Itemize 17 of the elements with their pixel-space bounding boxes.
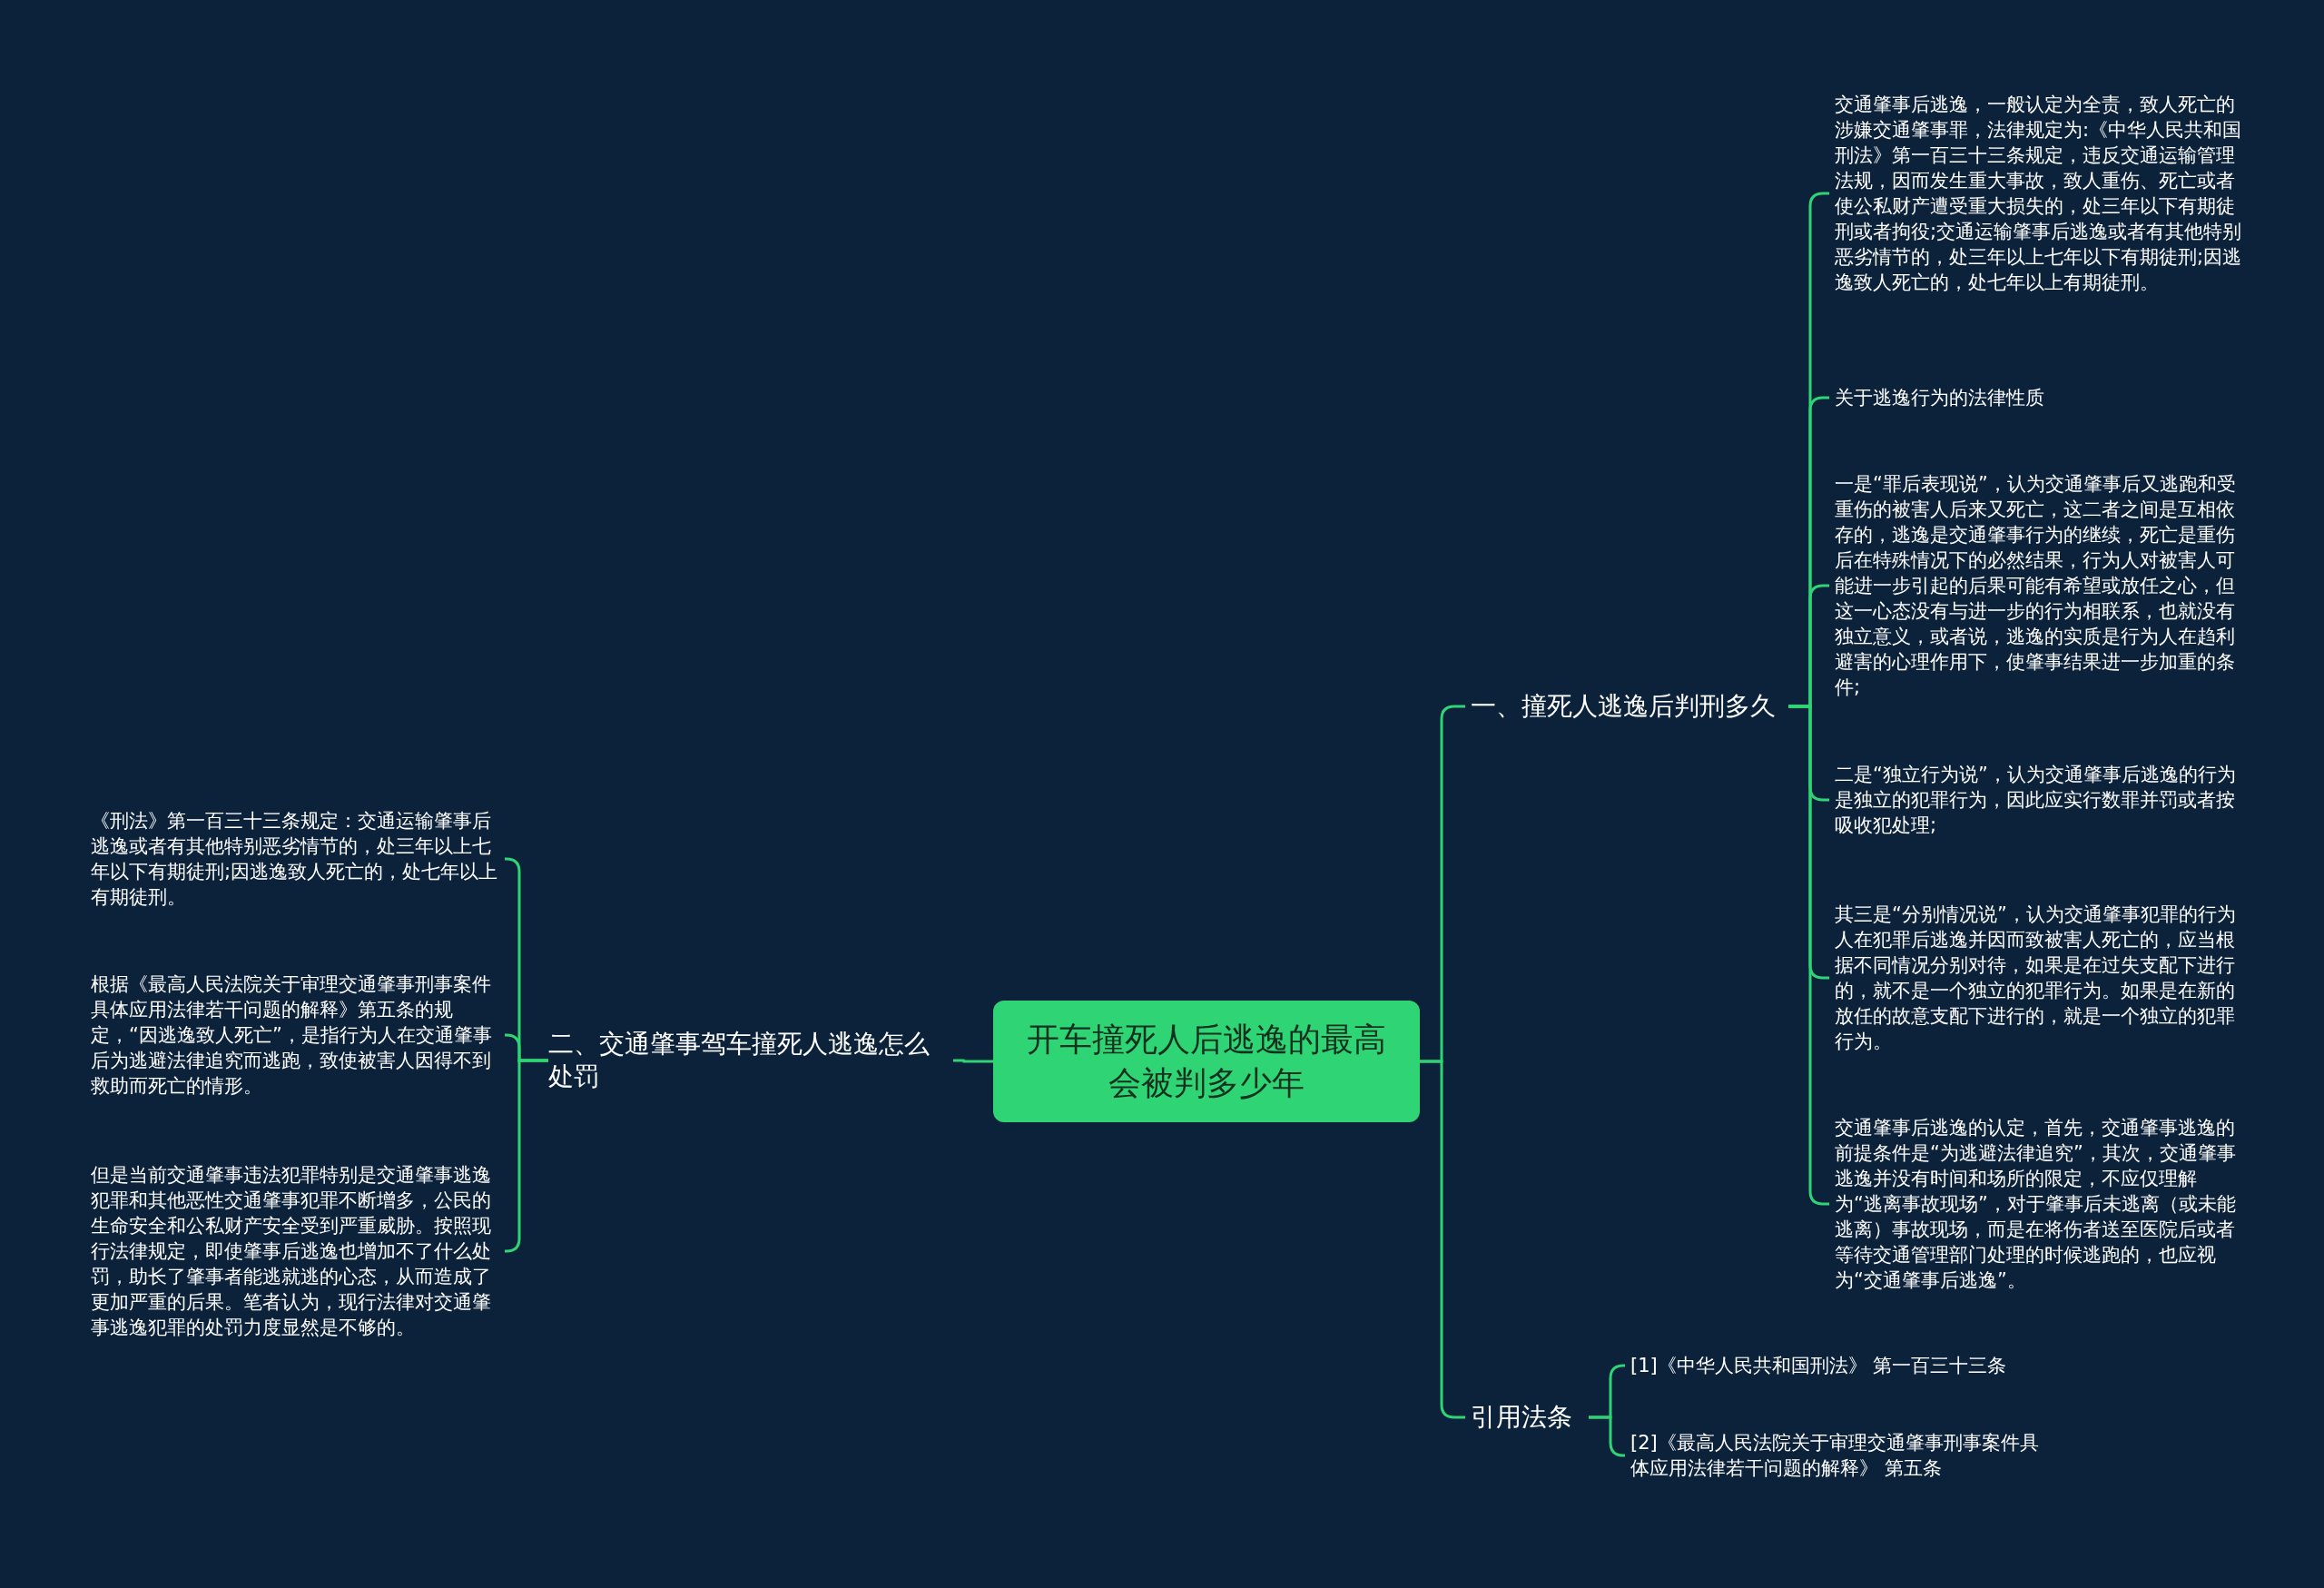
connector-line [953,1059,993,1063]
connector-line [1589,1415,1626,1457]
branch-topic: 引用法条 [1471,1401,1589,1434]
leaf-text: 但是当前交通肇事违法犯罪特别是交通肇事逃逸犯罪和其他恶性交通肇事犯罪不断增多，公民的生命安全和公私财产安全受到严重威胁。按照现行法律规定，即使肇事后逃逸也增加不了什么处罚，助长了肇事者能逃就逃的心态，从而造成了更加严重的后果。笔者认为，现行法律对交通肇事逃逸犯罪的处罚力度显然是不够的。 [91,1162,499,1340]
leaf-text: 根据《最高人民法院关于审理交通肇事刑事案件具体应用法律若干问题的解释》第五条的规定，“因逃逸致人死亡”，是指行为人在交通肇事后为逃避法律追究而逃跑，致使被害人因得不到救助而死亡的情形。 [91,972,499,1099]
leaf-text: 交通肇事后逃逸的认定，首先，交通肇事逃逸的前提条件是“为逃避法律追究”，其次，交通肇事逃逸并没有时间和场所的限定，不应仅理解为“逃离事故现场”，对于肇事后未逃离（或未能逃离）事故现场，而是在将伤者送至医院后或者等待交通管理部门处理的时候逃跑的，也应视为“交通肇事后逃逸”。 [1835,1115,2243,1293]
leaf-text: 《刑法》第一百三十三条规定：交通运输肇事后逃逸或者有其他特别恶劣情节的，处三年以上七年以下有期徒刑;因逃逸致人死亡的，处七年以上有期徒刑。 [91,808,499,910]
leaf-text: 关于逃逸行为的法律性质 [1835,385,2243,410]
citation-text: [2]《最高人民法院关于审理交通肇事刑事案件具体应用法律若干问题的解释》 第五条 [1630,1430,2039,1481]
branch-topic: 一、撞死人逃逸后判刑多久 [1471,690,1788,723]
leaf-text: 一是“罪后表现说”，认为交通肇事后又逃跑和受重伤的被害人后来又死亡，这二者之间是互相依存的，逃逸是交通肇事行为的继续，死亡是重伤后在特殊情况下的必然结果，行为人对被害人可能进一步引起的后果可能有希望或放任之心，但这一心态没有与进一步的行为相联系，也就没有独立意义，或者说，逃逸的实质是行为人在趋利避害的心理作用下，使肇事结果进一步加重的条件; [1835,471,2243,700]
central-topic-box: 开车撞死人后逃逸的最高会被判多少年 [993,1001,1420,1122]
leaf-text: 二是“独立行为说”，认为交通肇事后逃逸的行为是独立的犯罪行为，因此应实行数罪并罚或者按吸收犯处理; [1835,762,2243,838]
branch-topic: 二、交通肇事驾车撞死人逃逸怎么处罚 [548,1028,948,1093]
leaf-text: 交通肇事后逃逸，一般认定为全责，致人死亡的涉嫌交通肇事罪，法律规定为:《中华人民共和国刑法》第一百三十三条规定，违反交通运输管理法规，因而发生重大事故，致人重伤、死亡或者使公私财产遭受重大损失的，处三年以下有期徒刑或者拘役;交通运输肇事后逃逸或者有其他特别恶劣情节的，处三年以上七年以下有期徒刑;因逃逸致人死亡的，处七年以上有期徒刑。 [1835,92,2243,295]
citation-text: [1]《中华人民共和国刑法》 第一百三十三条 [1630,1353,2102,1378]
leaf-text: 其三是“分别情况说”，认为交通肇事犯罪的行为人在犯罪后逃逸并因而致被害人死亡的，应当根据不同情况分别对待，如果是在过失支配下进行的，就不是一个独立的犯罪行为。如果是在新的放任的故意支配下进行的，就是一个独立的犯罪行为。 [1835,902,2243,1054]
